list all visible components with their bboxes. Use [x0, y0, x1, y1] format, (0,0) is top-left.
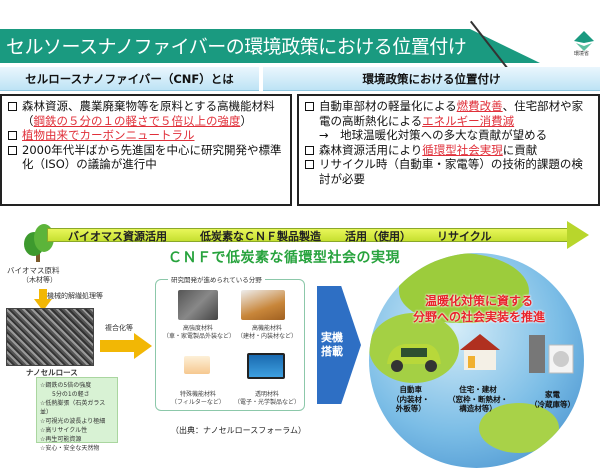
- rd-item-caption: 透明材料（電子・光学製品など）: [233, 391, 300, 406]
- arrow-right-icon: [100, 333, 152, 359]
- house-icon: [460, 334, 500, 370]
- composite-label: 複合化等: [105, 324, 133, 332]
- rd-item-caption: 高強度材料（車・家電製品外装など）: [163, 325, 236, 340]
- display-image: [247, 353, 285, 379]
- app-housing-label: 住宅・建材（窓枠・断熱材・構造材等）: [448, 385, 508, 413]
- policy-position-box: 自動車部材の軽量化による燃費改善、住宅部材や家電の高断熱化によるエネルギー消費減…: [297, 94, 600, 206]
- ministry-logo-icon: [574, 31, 594, 51]
- arrow-down-icon: [34, 289, 52, 311]
- raw-material-label: バイオマス原料: [7, 266, 60, 275]
- bullet-item: リサイクル時（自動車・家電等）の技術的課題の検討が必要: [305, 157, 592, 186]
- bullet-item: 自動車部材の軽量化による燃費改善、住宅部材や家電の高断熱化によるエネルギー消費減: [305, 99, 592, 128]
- app-car-label: 自動車（内装材・外板等）: [392, 385, 430, 413]
- bullet-item: 植物由来でカーボンニュートラル: [8, 128, 284, 143]
- bullet-item: 森林資源活用により循環型社会実現に貢献: [305, 143, 592, 158]
- nanocellulose-micrograph: [6, 308, 94, 366]
- car-icon: [387, 344, 441, 372]
- stage-usage: 活用（使用）: [345, 230, 411, 243]
- rd-fields-title: 研究開発が進められている分野: [168, 274, 265, 284]
- nanocellulose-label: ナノセルロース: [26, 368, 78, 377]
- filter-image: [184, 356, 210, 374]
- app-appliance-label: 家電（冷蔵庫等）: [530, 390, 575, 409]
- page-title: セルソースナノファイバーの環境政策における位置付け: [6, 36, 467, 58]
- diagram-subtitle: ＣＮＦで低炭素な循環型社会の実現: [168, 250, 400, 266]
- building-material-image: [241, 290, 285, 320]
- bullet-item: 2000年代半ばから先進国を中心に研究開発や標準化（ISO）の議論が進行中: [8, 143, 284, 172]
- rd-item-caption: 高機能材料（建材・内装材など）: [236, 325, 297, 340]
- left-panel-header: セルロースナノファイバー（CNF）とは: [0, 67, 259, 91]
- car-door-image: [178, 290, 218, 320]
- stage-manufacturing: 低炭素なＣＮＦ製品製造: [200, 230, 321, 243]
- stage-biomass: バイオマス資源活用: [68, 230, 167, 243]
- appliance-icon: [529, 335, 574, 374]
- bullet-item: 森林資源、農業廃棄物等を原料とする高機能材料（鋼鉄の５分の１の軽さで５倍以上の強…: [8, 99, 284, 128]
- process-label: 機械的解繊処理等: [47, 292, 103, 300]
- stage-recycle: リサイクル: [437, 230, 492, 243]
- globe-heading: 温暖化対策に資する分野への社会実装を推進: [412, 294, 545, 324]
- raw-material-sub: （木材等）: [22, 276, 57, 284]
- logo-label: 環境省: [574, 51, 590, 57]
- title-banner: [0, 29, 540, 63]
- arrow-line: → 地球温暖化対策への多大な貢献が望める: [319, 128, 548, 142]
- rd-item-caption: 特殊機能材料（フィルターなど）: [171, 391, 225, 406]
- deployment-label: 実機搭載: [321, 331, 343, 358]
- lifecycle-flow-arrow: [47, 221, 592, 249]
- properties-box: ☆鋼鉄の5倍の強度 5分の1の軽さ☆低熱膨張（石英ガラス並）☆可視光の波長より極…: [36, 377, 118, 452]
- cnf-description-box: 森林資源、農業廃棄物等を原料とする高機能材料（鋼鉄の５分の１の軽さで５倍以上の強…: [0, 94, 292, 206]
- right-panel-header: 環境政策における位置付け: [263, 67, 600, 91]
- source-citation: （出典：ナノセルロースフォーラム）: [171, 426, 306, 435]
